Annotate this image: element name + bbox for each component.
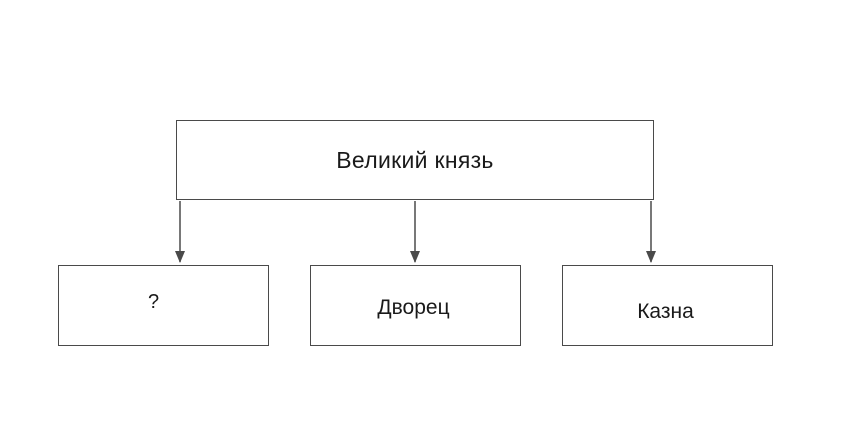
arrow-root-to-middle (410, 201, 420, 263)
arrow-root-to-left (175, 201, 185, 263)
child-node-label-palace: Дворец (377, 295, 450, 319)
child-node-label-treasury: Казна (637, 299, 694, 323)
arrow-root-to-right (646, 201, 656, 263)
child-node-box-treasury: Казна (562, 265, 773, 346)
root-node-label: Великий князь (336, 146, 494, 173)
child-node-box-palace: Дворец (310, 265, 521, 346)
child-node-label-unknown: ? (147, 291, 160, 313)
root-node-box: Великий князь (176, 120, 654, 200)
arrowhead-icon (646, 251, 656, 263)
arrowhead-icon (410, 251, 420, 263)
child-node-box-unknown: ? (58, 265, 269, 346)
arrowhead-icon (175, 251, 185, 263)
